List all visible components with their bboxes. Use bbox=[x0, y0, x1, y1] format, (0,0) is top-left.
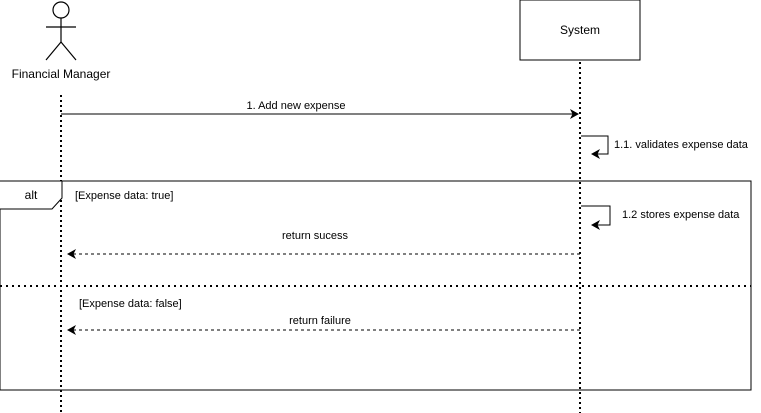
return-failure-label: return failure bbox=[289, 315, 351, 327]
alt-guard-true: [Expense data: true] bbox=[75, 190, 173, 202]
self-message-validate-label: 1.1. validates expense data bbox=[614, 139, 749, 151]
message-label-add-expense: 1. Add new expense bbox=[246, 100, 345, 112]
return-success-label: return sucess bbox=[282, 230, 349, 242]
system-participant-box bbox=[519, 0, 641, 61]
alt-guard-false: [Expense data: false] bbox=[79, 298, 182, 310]
actor-name: Financial Manager bbox=[12, 67, 111, 81]
alt-operator-label: alt bbox=[25, 188, 38, 202]
self-message-store-label: 1.2 stores expense data bbox=[622, 209, 740, 221]
self-message-validate-arrow bbox=[581, 135, 609, 159]
alt-fragment-tab bbox=[0, 180, 63, 210]
financial-manager-actor-icon bbox=[45, 1, 77, 61]
self-message-store-arrow bbox=[581, 205, 611, 230]
alt-fragment-frame bbox=[0, 180, 752, 391]
participant-name: System bbox=[560, 23, 600, 37]
